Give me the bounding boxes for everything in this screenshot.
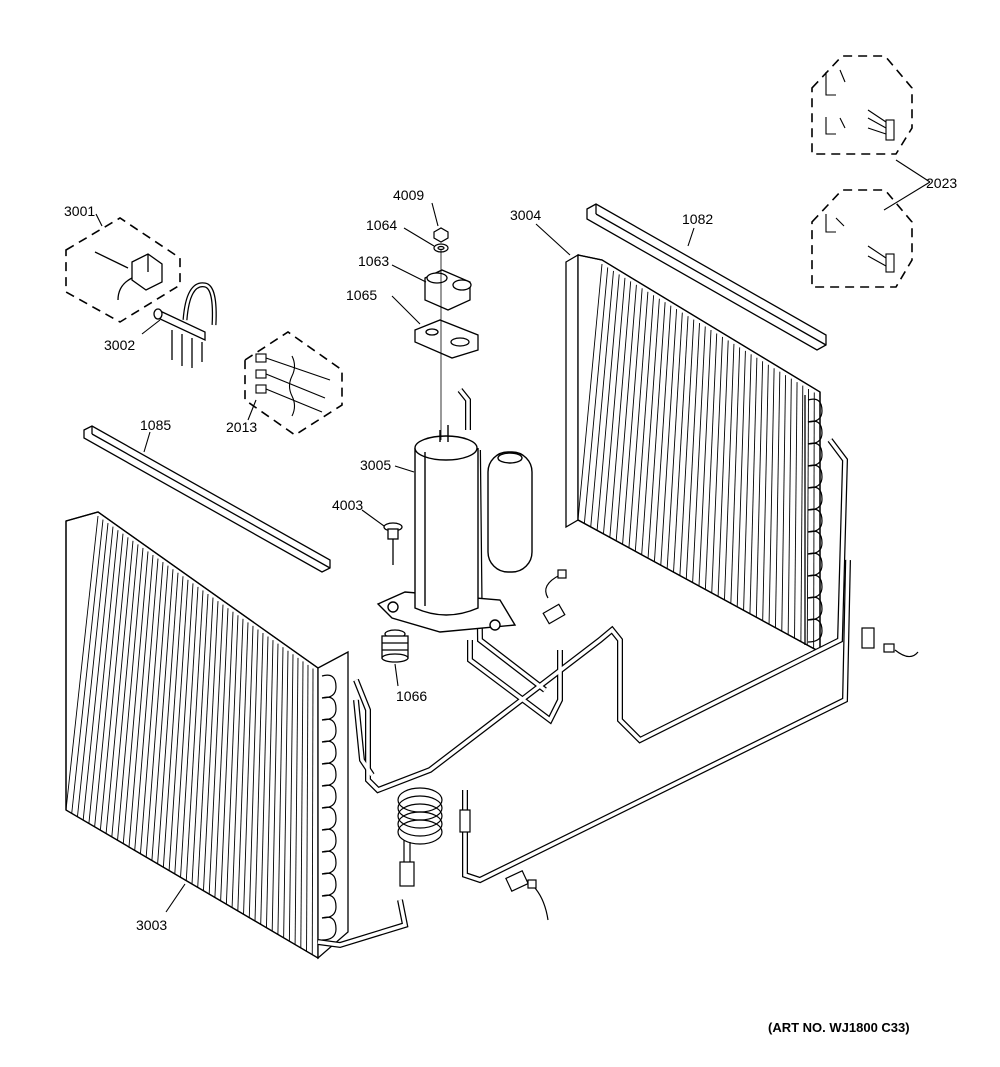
leader-lines	[95, 159, 931, 913]
callout-4009: 4009	[393, 187, 424, 203]
solenoid-coil	[94, 251, 163, 301]
wire-harness-kit	[255, 353, 331, 417]
mounting-bolt	[383, 522, 403, 565]
loose-connectors	[505, 569, 919, 921]
art-number: (ART NO. WJ1800 C33)	[768, 1020, 910, 1035]
condenser-coil	[65, 511, 349, 960]
reversing-valve	[153, 282, 217, 368]
nut	[433, 227, 449, 243]
callout-3001: 3001	[64, 203, 95, 219]
callout-labels: 3001 3002 2013 4009 1064 1063 1065 3004 …	[64, 175, 957, 933]
callout-1082: 1082	[682, 211, 713, 227]
terminal-cover	[424, 269, 472, 311]
callout-1065: 1065	[346, 287, 377, 303]
callout-3004: 3004	[510, 207, 541, 223]
evaporator-coil	[565, 253, 823, 654]
callout-1085: 1085	[140, 417, 171, 433]
gasket	[414, 319, 479, 359]
capillary-coil	[397, 787, 471, 887]
callout-3003: 3003	[136, 917, 167, 933]
callout-4003: 4003	[332, 497, 363, 513]
callout-2013: 2013	[226, 419, 257, 435]
wire-kit	[825, 69, 895, 273]
insulation-strip-1082	[586, 203, 827, 351]
callout-1063: 1063	[358, 253, 389, 269]
callout-2023: 2023	[926, 175, 957, 191]
compressor	[376, 425, 533, 633]
dashed-kit-outlines	[65, 55, 913, 436]
grommet	[381, 629, 409, 663]
callout-1064: 1064	[366, 217, 397, 233]
washer	[433, 243, 449, 253]
callout-1066: 1066	[396, 688, 427, 704]
callout-3005: 3005	[360, 457, 391, 473]
insulation-strip-1085	[83, 425, 331, 573]
callout-3002: 3002	[104, 337, 135, 353]
